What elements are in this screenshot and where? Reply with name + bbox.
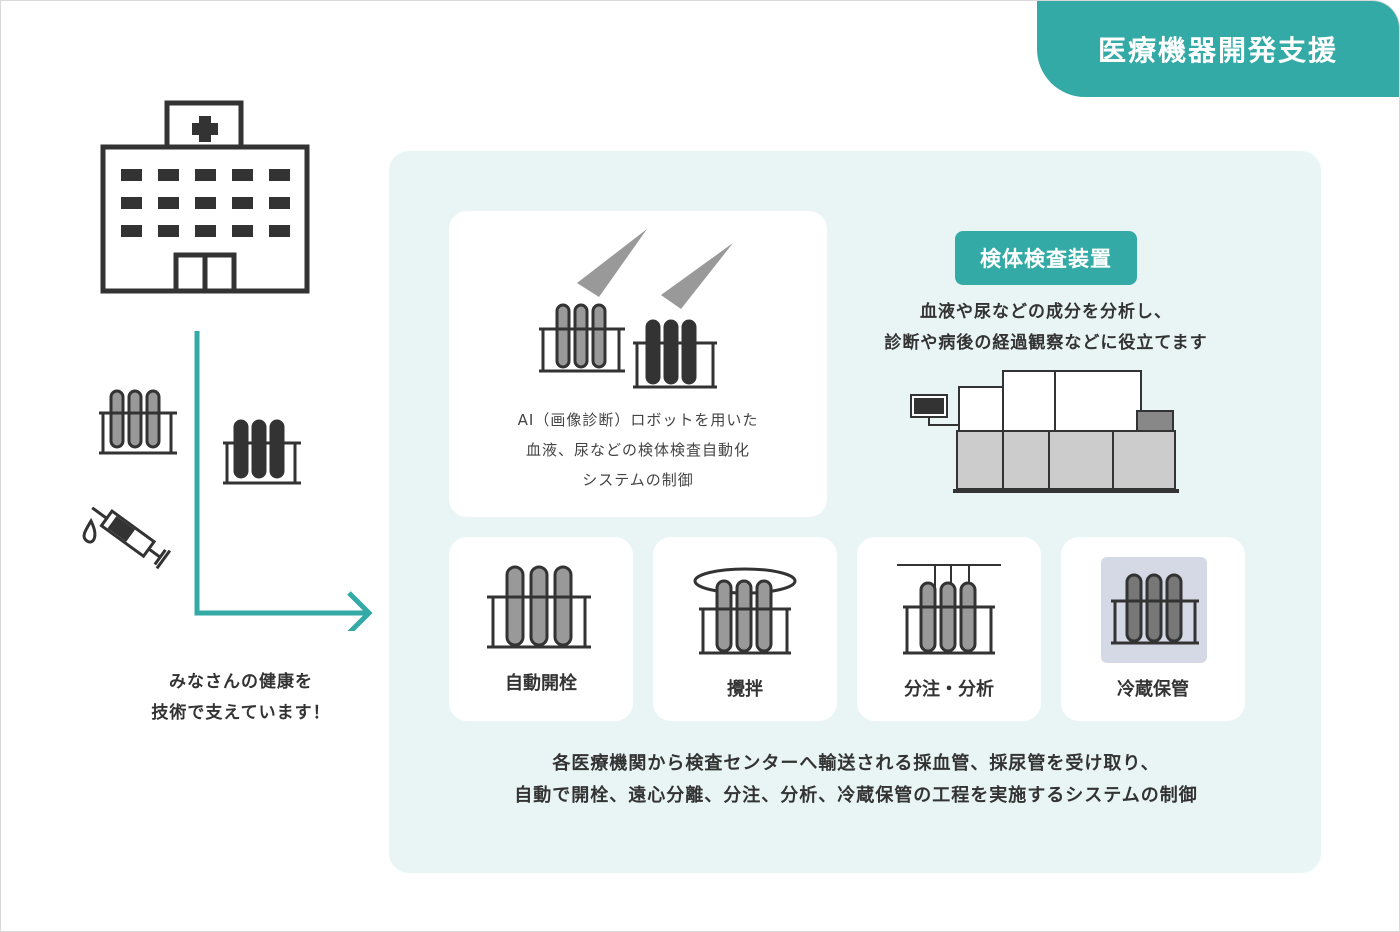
uncapping-icon	[487, 565, 591, 649]
ai-line-1: AI（画像診断）ロボットを用いた	[517, 411, 759, 429]
hospital-icon	[100, 100, 310, 294]
system-desc-line-2: 自動で開栓、遠心分離、分注、分析、冷蔵保管の工程を実施するシステムの制御	[514, 785, 1198, 806]
system-description: 各医療機関から検査センターへ輸送される採血管、採尿管を受け取り、 自動で開栓、遠…	[421, 748, 1291, 812]
left-caption-line-2: 技術で支えています！	[151, 703, 331, 723]
tube-rack-dark-icon	[223, 419, 301, 485]
process-label-cold-storage: 冷蔵保管	[1117, 679, 1189, 700]
header-tag: 医療機器開発支援	[1037, 1, 1399, 97]
analyzer-machine-icon	[910, 370, 1179, 493]
dispensing-icon	[897, 564, 1001, 655]
process-label-uncapping: 自動開栓	[505, 673, 577, 694]
analyzer-description: 血液や尿などの成分を分析し、 診断や病後の経過観察などに役立てます	[861, 297, 1231, 359]
flow-arrow	[194, 331, 373, 631]
cold-storage-icon	[1111, 573, 1199, 645]
syringe-icon	[82, 506, 172, 570]
mixing-icon	[693, 567, 797, 655]
process-label-dispensing: 分注・分析	[904, 679, 994, 700]
analyzer-desc-line-2: 診断や病後の経過観察などに役立てます	[884, 333, 1208, 353]
ai-line-3: システムの制御	[582, 471, 694, 489]
analyzer-badge: 検体検査装置	[955, 231, 1137, 285]
analyzer-desc-line-1: 血液や尿などの成分を分析し、	[920, 302, 1172, 322]
ai-system-description: AI（画像診断）ロボットを用いた 血液、尿などの検体検査自動化 システムの制御	[449, 405, 827, 495]
tube-rack-gray-icon	[99, 389, 177, 455]
ai-line-2: 血液、尿などの検体検査自動化	[525, 441, 750, 459]
left-caption-line-1: みなさんの健康を	[169, 672, 313, 692]
ai-camera-robots-icon	[539, 229, 733, 389]
system-desc-line-1: 各医療機関から検査センターへ輸送される採血管、採尿管を受け取り、	[552, 753, 1160, 774]
left-caption: みなさんの健康を 技術で支えています！	[81, 667, 401, 729]
process-label-mixing: 攪拌	[727, 679, 763, 700]
